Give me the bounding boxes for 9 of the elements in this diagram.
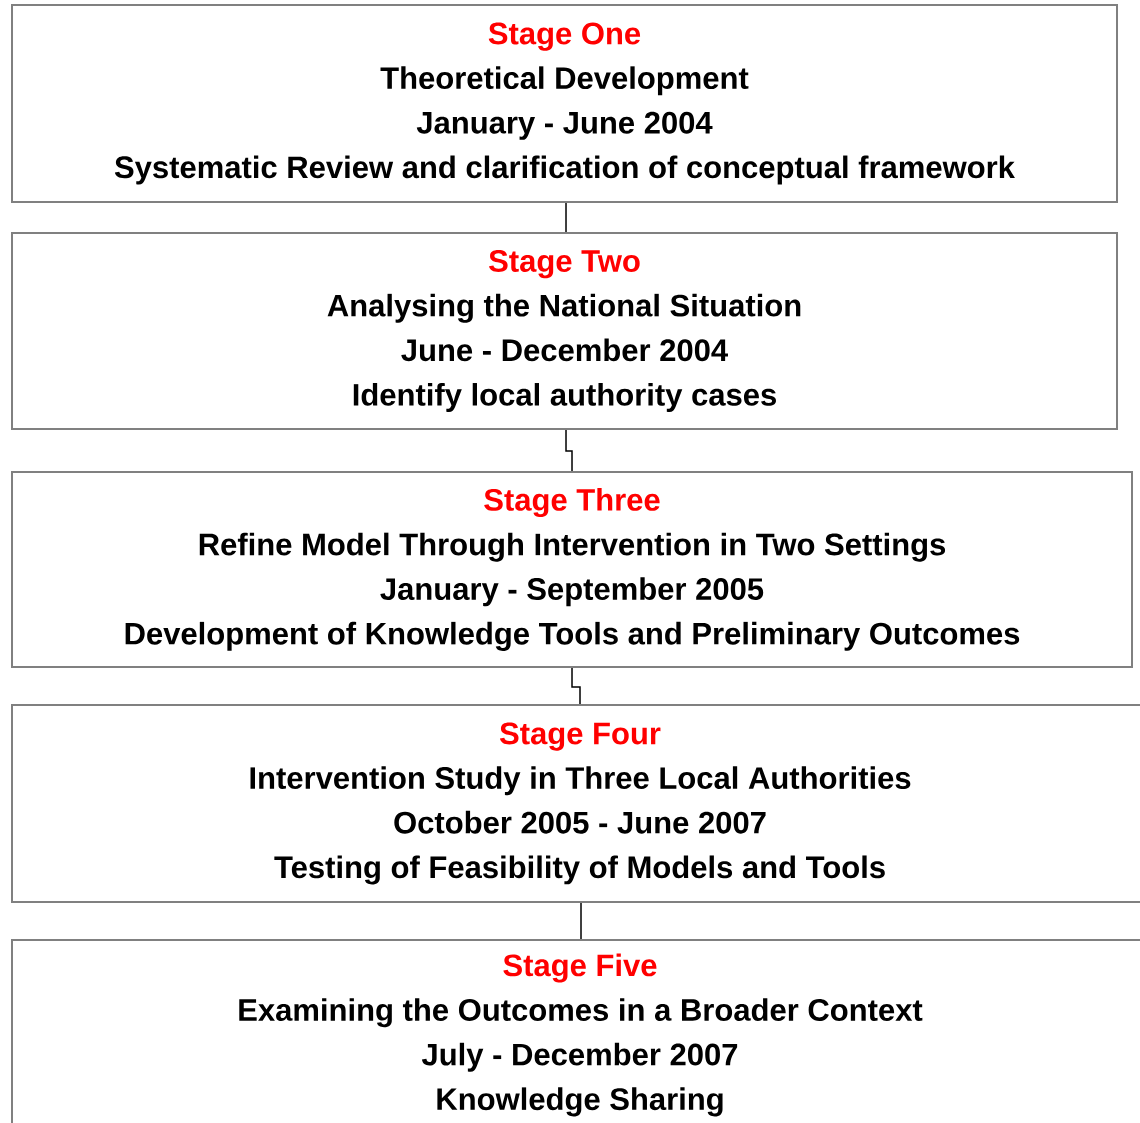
connector-line	[565, 429, 573, 472]
stage-box: Stage One Theoretical Development January - June 2004 Systematic Review and clarification of conceptual framework	[11, 4, 1118, 203]
connector-line	[571, 667, 581, 705]
stage-box: Stage Two Analysing the National Situation June - December 2004 Identify local authority cases	[11, 232, 1118, 430]
connector-line	[565, 202, 567, 233]
stage-box: Stage Four Intervention Study in Three Local Authorities October 2005 - June 2007 Testing of Feasibility of Models and Tools	[11, 704, 1140, 903]
stage-box: Stage Five Examining the Outcomes in a Broader Context July - December 2007 Knowledge Sharing	[11, 939, 1140, 1123]
stage-box: Stage Three Refine Model Through Intervention in Two Settings January - September 2005 Development of Knowledge Tools and Preliminary Outcomes	[11, 471, 1133, 668]
connector-line	[580, 902, 582, 940]
